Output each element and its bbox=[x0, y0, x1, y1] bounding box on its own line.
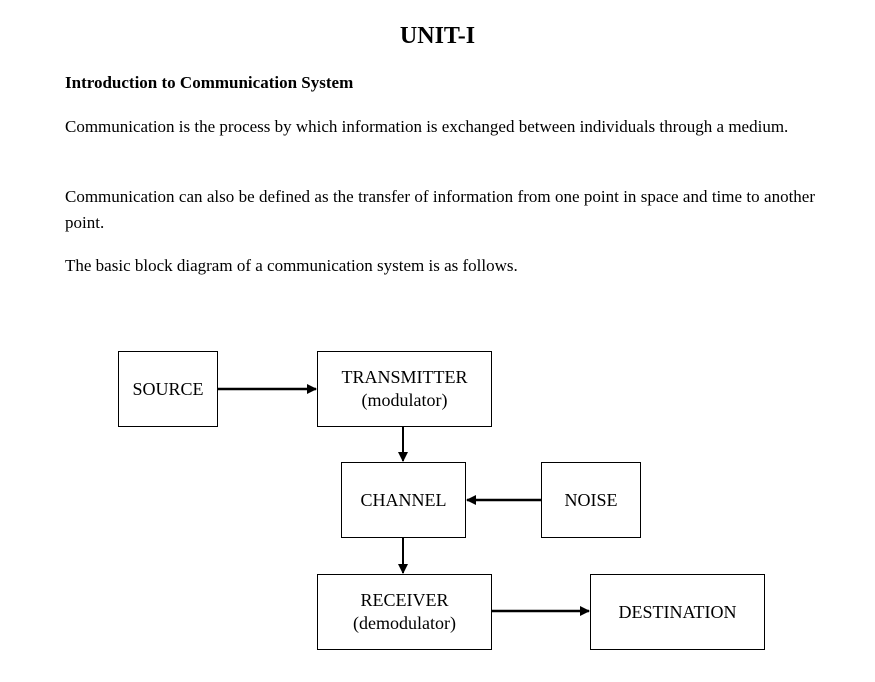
block-channel: CHANNEL bbox=[341, 462, 466, 538]
block-destination: DESTINATION bbox=[590, 574, 765, 650]
block-source-label: SOURCE bbox=[132, 378, 204, 399]
block-receiver: RECEIVER (demodulator) bbox=[317, 574, 492, 650]
paragraph-diagram-intro: The basic block diagram of a communicati… bbox=[65, 256, 518, 275]
block-transmitter-label: TRANSMITTER bbox=[341, 367, 468, 387]
paragraph-alt-definition: Communication can also be defined as the… bbox=[65, 187, 815, 232]
block-destination-label: DESTINATION bbox=[618, 601, 737, 622]
block-receiver-label: RECEIVER bbox=[360, 590, 449, 610]
block-noise: NOISE bbox=[541, 462, 641, 538]
block-channel-label: CHANNEL bbox=[360, 489, 447, 510]
block-receiver-sublabel: (demodulator) bbox=[353, 613, 456, 633]
block-transmitter: TRANSMITTER (modulator) bbox=[317, 351, 492, 427]
block-source: SOURCE bbox=[118, 351, 218, 427]
block-noise-label: NOISE bbox=[564, 489, 618, 510]
block-transmitter-sublabel: (modulator) bbox=[361, 390, 448, 410]
paragraph-definition: Communication is the process by which in… bbox=[65, 117, 789, 136]
section-heading: Introduction to Communication System bbox=[65, 73, 354, 92]
page-title: UNIT-I bbox=[399, 23, 476, 49]
